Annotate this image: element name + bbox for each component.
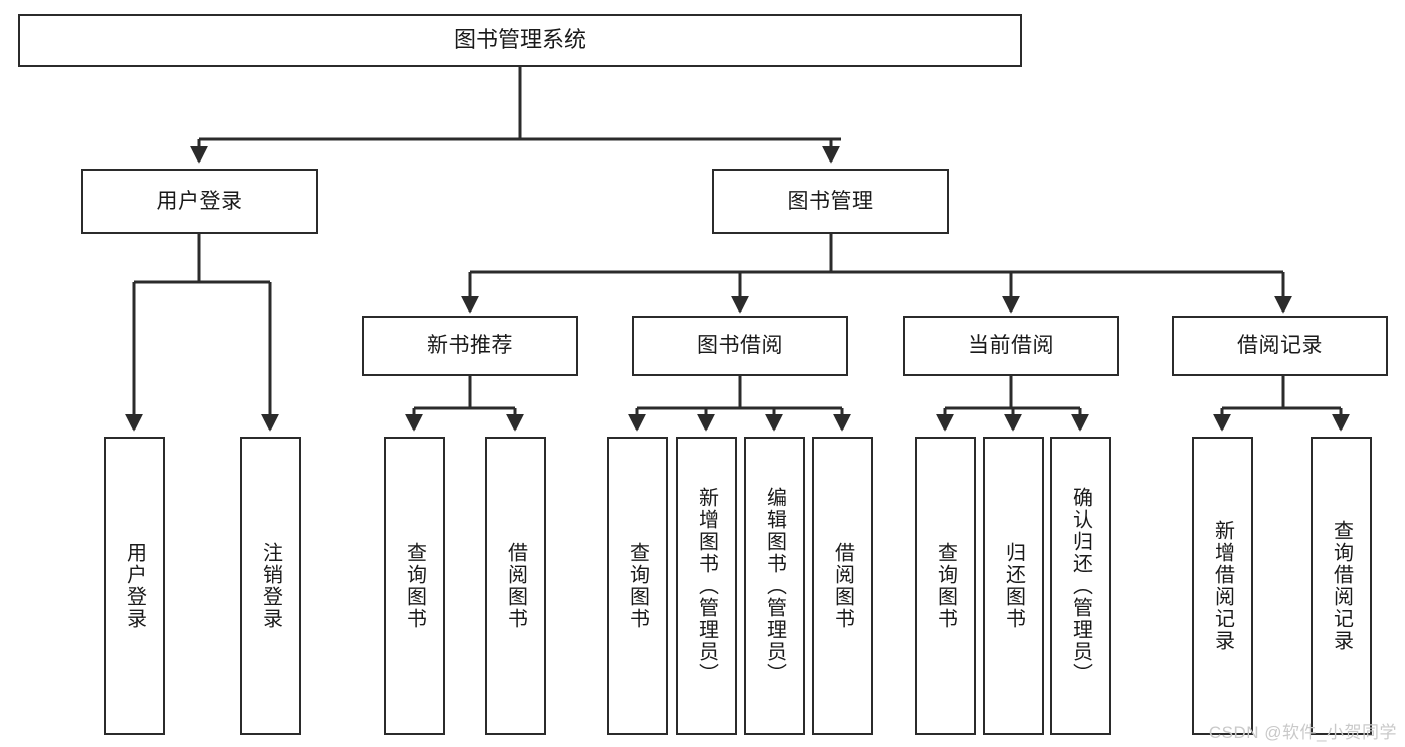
node-root-label: 图书管理系统 <box>453 27 586 53</box>
node-leaf-borrow-book-1-label: 借阅图书 <box>504 542 527 630</box>
node-leaf-add-record-label: 新增借阅记录 <box>1211 520 1234 652</box>
csdn-watermark: CSDN @软件_小贺同学 <box>1208 723 1397 742</box>
node-leaf-query-book-2-label: 查询图书 <box>626 542 649 630</box>
node-book-borrow-label: 图书借阅 <box>697 334 783 358</box>
node-leaf-query-book-1[interactable]: 查询图书 <box>384 437 445 735</box>
node-leaf-return-book[interactable]: 归还图书 <box>983 437 1044 735</box>
node-leaf-add-book[interactable]: 新增图书（管理员） <box>676 437 737 735</box>
node-leaf-query-record-label: 查询借阅记录 <box>1330 520 1353 652</box>
node-book-borrow[interactable]: 图书借阅 <box>632 316 848 376</box>
node-leaf-add-book-label: 新增图书（管理员） <box>695 487 718 685</box>
node-new-book-recommend-label: 新书推荐 <box>427 334 513 358</box>
node-current-borrow-label: 当前借阅 <box>968 334 1054 358</box>
node-leaf-query-book-1-label: 查询图书 <box>403 542 426 630</box>
node-leaf-query-book-2[interactable]: 查询图书 <box>607 437 668 735</box>
node-root[interactable]: 图书管理系统 <box>18 14 1022 67</box>
node-leaf-borrow-book-2[interactable]: 借阅图书 <box>812 437 873 735</box>
node-borrow-record-label: 借阅记录 <box>1237 334 1323 358</box>
node-leaf-logout-login-label: 注销登录 <box>259 542 282 630</box>
node-user-login[interactable]: 用户登录 <box>81 169 318 234</box>
node-leaf-confirm-return-label: 确认归还（管理员） <box>1069 487 1092 685</box>
node-leaf-confirm-return[interactable]: 确认归还（管理员） <box>1050 437 1111 735</box>
node-user-login-label: 用户登录 <box>156 189 243 213</box>
node-borrow-record[interactable]: 借阅记录 <box>1172 316 1388 376</box>
node-leaf-query-book-3[interactable]: 查询图书 <box>915 437 976 735</box>
node-current-borrow[interactable]: 当前借阅 <box>903 316 1119 376</box>
node-book-manage[interactable]: 图书管理 <box>712 169 949 234</box>
node-leaf-logout-login[interactable]: 注销登录 <box>240 437 301 735</box>
node-leaf-edit-book-label: 编辑图书（管理员） <box>763 487 786 685</box>
node-leaf-query-book-3-label: 查询图书 <box>934 542 957 630</box>
node-leaf-user-login-label: 用户登录 <box>123 542 146 630</box>
node-leaf-add-record[interactable]: 新增借阅记录 <box>1192 437 1253 735</box>
node-new-book-recommend[interactable]: 新书推荐 <box>362 316 578 376</box>
node-leaf-borrow-book-1[interactable]: 借阅图书 <box>485 437 546 735</box>
node-book-manage-label: 图书管理 <box>787 189 874 213</box>
node-leaf-query-record[interactable]: 查询借阅记录 <box>1311 437 1372 735</box>
node-leaf-user-login[interactable]: 用户登录 <box>104 437 165 735</box>
node-leaf-return-book-label: 归还图书 <box>1002 542 1025 630</box>
node-leaf-borrow-book-2-label: 借阅图书 <box>831 542 854 630</box>
node-leaf-edit-book[interactable]: 编辑图书（管理员） <box>744 437 805 735</box>
